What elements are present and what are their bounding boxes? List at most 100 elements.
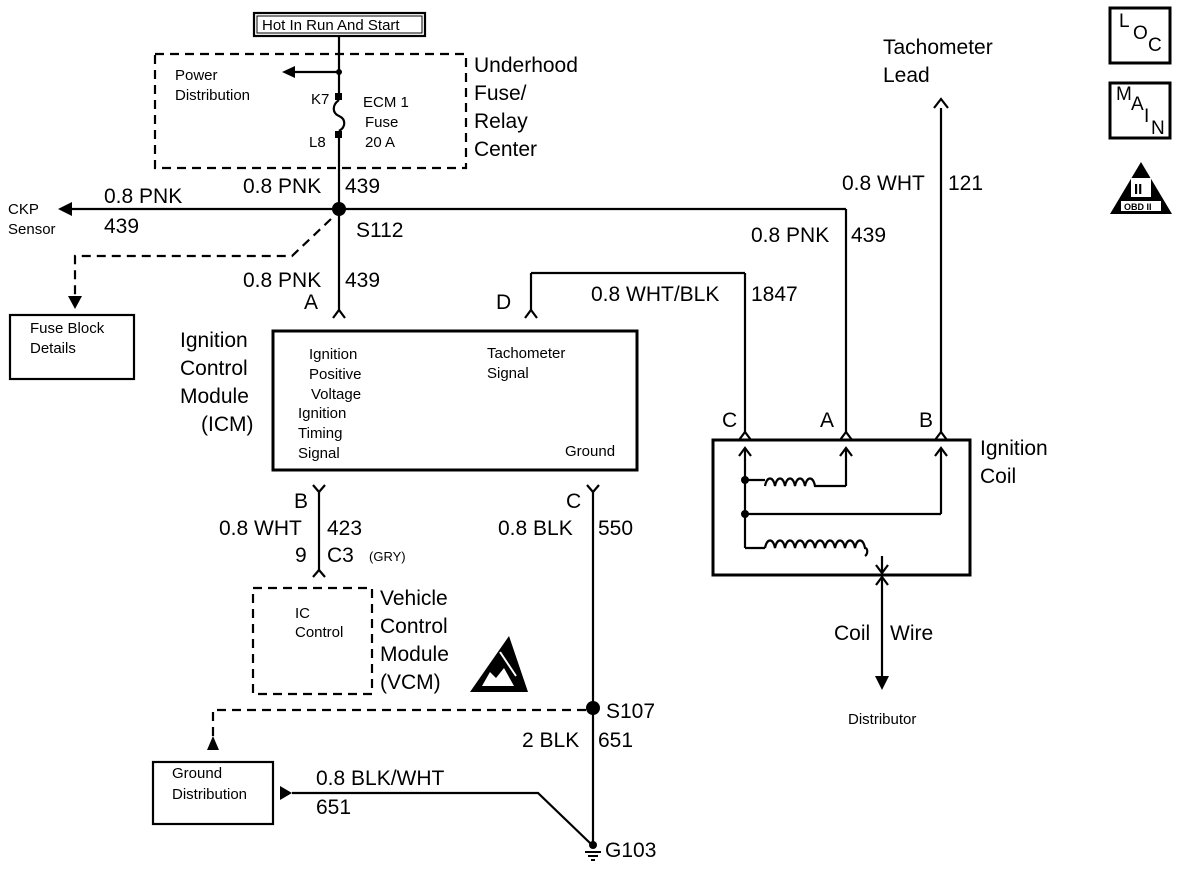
ignition-coil-box	[711, 438, 972, 577]
svg-text:C: C	[1148, 35, 1162, 56]
ground-dist-pointer-icon	[280, 786, 292, 800]
wire-blk-550-label: 0.8 BLK	[498, 517, 573, 540]
g103-label: G103	[605, 839, 656, 862]
fuse-block-details-label: Fuse Block	[30, 320, 105, 337]
svg-text:439: 439	[104, 215, 139, 238]
wire-wht-blk-label: 0.8 WHT/BLK	[591, 283, 719, 306]
svg-text:550: 550	[598, 517, 633, 540]
svg-text:Signal: Signal	[487, 365, 529, 382]
k7-label: K7	[311, 91, 329, 108]
svg-text:Center: Center	[474, 138, 537, 161]
vcm-label: Vehicle	[380, 587, 448, 610]
underhood-label: Underhood	[474, 54, 578, 77]
svg-text:Details: Details	[30, 340, 76, 357]
svg-text:OBD II: OBD II	[1124, 202, 1152, 212]
ground-symbol-icon	[585, 851, 601, 861]
vcm-box	[251, 586, 374, 696]
icm-pin-a: A	[304, 291, 318, 314]
hot-in-run-label: Hot In Run And Start	[262, 17, 400, 34]
distributor-arrow-icon	[875, 676, 889, 690]
icm-label: Ignition	[180, 329, 248, 352]
obd-ii-icon: II OBD II	[1110, 162, 1172, 214]
icm-its-label: Ignition	[298, 405, 346, 422]
wire-wht-423-label: 0.8 WHT	[219, 517, 302, 540]
svg-text:N: N	[1151, 118, 1165, 139]
power-distribution-label: Power	[175, 67, 218, 84]
svg-text:A: A	[1131, 94, 1144, 115]
coil-wire-label: Coil	[834, 622, 870, 645]
ecm-fuse-label: ECM 1	[363, 94, 409, 111]
ckp-arrow-icon	[58, 202, 72, 216]
svg-text:121: 121	[948, 172, 983, 195]
svg-text:L: L	[1119, 11, 1130, 32]
svg-text:Voltage: Voltage	[311, 386, 361, 403]
svg-text:Lead: Lead	[883, 64, 930, 87]
icm-ground-label: Ground	[565, 443, 615, 460]
svg-text:Module: Module	[180, 385, 249, 408]
icm-pin-b: B	[294, 490, 308, 513]
svg-text:Fuse: Fuse	[365, 114, 398, 131]
c3-gry-label: (GRY)	[369, 549, 406, 564]
ground-distribution-label: Ground	[172, 765, 222, 782]
svg-text:1847: 1847	[751, 283, 798, 306]
svg-text:20 A: 20 A	[365, 134, 395, 151]
icm-box	[271, 329, 639, 472]
icm-pin-c: C	[566, 490, 581, 513]
svg-text:651: 651	[316, 796, 351, 819]
svg-text:O: O	[1133, 23, 1148, 44]
svg-text:439: 439	[345, 269, 380, 292]
svg-text:651: 651	[598, 729, 633, 752]
fuse-block-details-box	[8, 313, 136, 381]
wire-wht-tach-label: 0.8 WHT	[842, 172, 925, 195]
wire-pnk-a-label: 0.8 PNK	[243, 269, 321, 292]
c3-pin-label: 9	[295, 544, 307, 567]
splice-s107	[586, 701, 600, 715]
coil-pin-c: C	[722, 409, 737, 432]
svg-text:Signal: Signal	[298, 445, 340, 462]
tachometer-lead-label: Tachometer	[883, 36, 993, 59]
svg-text:Fuse/: Fuse/	[474, 82, 527, 105]
distributor-label: Distributor	[848, 711, 916, 728]
ground-distribution-box	[151, 760, 275, 826]
wire-ckp-label: 0.8 PNK	[104, 185, 182, 208]
wire-pnk-top-label: 0.8 PNK	[243, 175, 321, 198]
svg-text:I: I	[1144, 106, 1149, 127]
svg-text:Distribution: Distribution	[175, 87, 250, 104]
svg-text:439: 439	[345, 175, 380, 198]
coil-pin-b: B	[919, 409, 933, 432]
svg-text:439: 439	[851, 224, 886, 247]
svg-text:Control: Control	[180, 357, 248, 380]
k7-terminal	[335, 93, 342, 100]
svg-text:Sensor: Sensor	[8, 221, 56, 238]
c3-connector-label: C3	[327, 544, 354, 567]
svg-text:Wire: Wire	[890, 622, 933, 645]
ic-control-label: IC	[295, 605, 310, 622]
ground-dist-arrow-icon	[207, 736, 219, 750]
icm-pin-d: D	[496, 291, 511, 314]
svg-text:Relay: Relay	[474, 110, 528, 133]
svg-text:Timing: Timing	[298, 425, 342, 442]
icm-ipv-label: Ignition	[309, 346, 357, 363]
wire-blk-651-label: 2 BLK	[522, 729, 579, 752]
svg-text:II: II	[1134, 181, 1142, 198]
icm-tach-label: Tachometer	[487, 345, 565, 362]
arrow-icon	[282, 66, 295, 78]
coil-pin-a: A	[820, 409, 834, 432]
ignition-coil-label: Ignition	[980, 437, 1048, 460]
loc-icon: L O C	[1108, 6, 1172, 65]
s107-label: S107	[606, 700, 655, 723]
l8-terminal	[335, 131, 342, 138]
ckp-sensor-label: CKP	[8, 201, 39, 218]
svg-text:Module: Module	[380, 643, 449, 666]
main-icon: M A I N	[1108, 81, 1172, 140]
svg-text:Control: Control	[380, 615, 448, 638]
wire-blk-wht-label: 0.8 BLK/WHT	[316, 767, 445, 790]
svg-text:Control: Control	[295, 624, 343, 641]
primary-winding	[763, 477, 827, 488]
wire-pnk-coil-label: 0.8 PNK	[751, 224, 829, 247]
s112-label: S112	[356, 219, 404, 242]
fuse-block-arrow-icon	[68, 296, 82, 309]
secondary-winding	[763, 539, 869, 557]
svg-text:423: 423	[327, 517, 362, 540]
